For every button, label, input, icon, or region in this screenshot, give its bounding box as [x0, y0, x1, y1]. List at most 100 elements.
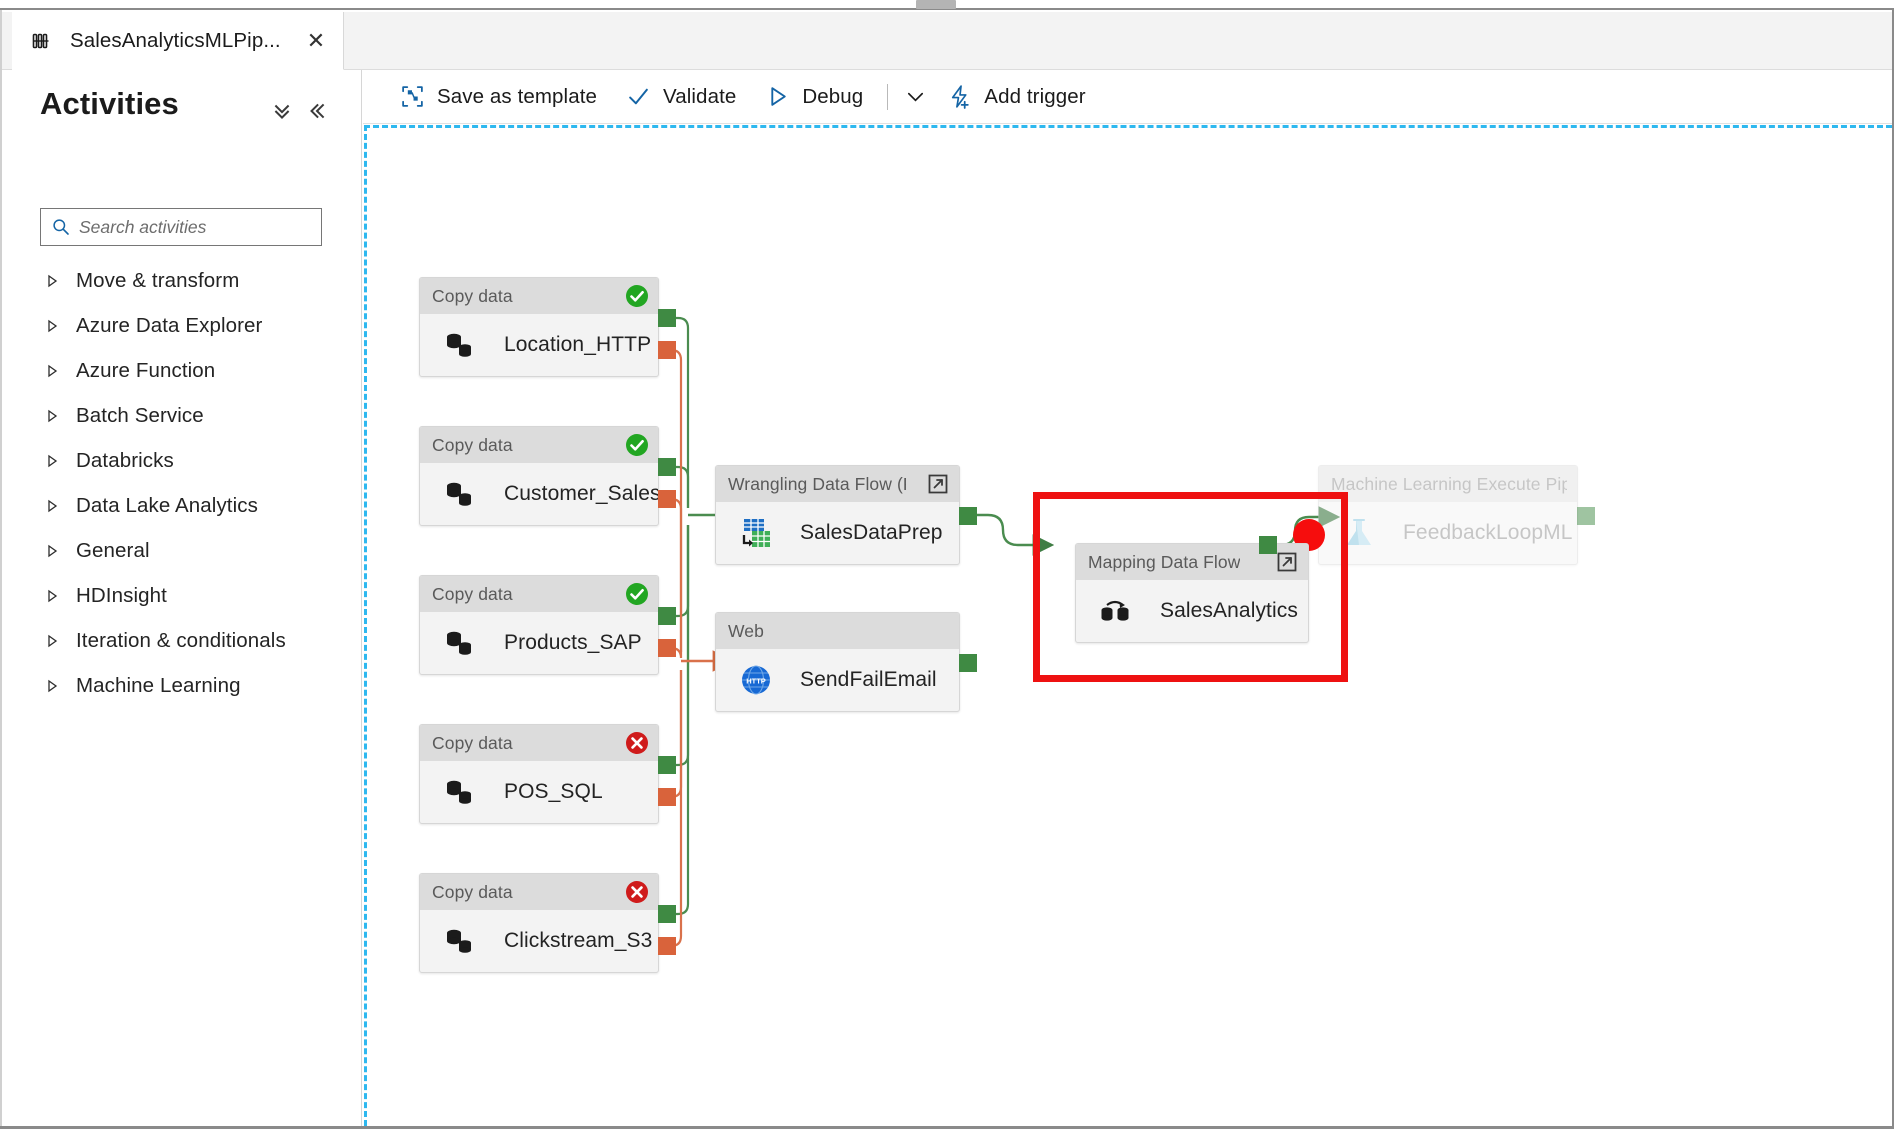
add-trigger-label: Add trigger [984, 84, 1086, 108]
play-triangle-icon [764, 84, 790, 110]
validate-label: Validate [663, 84, 737, 108]
sidebar-item-batch-service[interactable]: Batch Service [2, 393, 362, 438]
port-success-customer-salesforce[interactable] [658, 458, 676, 476]
chevron-right-icon [46, 364, 58, 378]
pipeline-workspace: Save as template Validate Debug [363, 70, 1892, 1126]
node-open-area[interactable] [926, 472, 950, 496]
window-scroll-nub[interactable] [916, 0, 956, 9]
window-top-strip [0, 0, 1894, 10]
save-as-template-icon [399, 84, 425, 110]
activity-node-feedbackloopml[interactable]: Machine Learning Execute Pipeline Feedba… [1318, 465, 1578, 565]
sidebar-item-databricks[interactable]: Databricks [2, 438, 362, 483]
port-failure-products-sap[interactable] [658, 639, 676, 657]
node-status-area [625, 433, 649, 457]
search-icon [51, 217, 71, 237]
sidebar-item-general[interactable]: General [2, 528, 362, 573]
wrangling-data-flow-icon [738, 516, 774, 550]
chevron-right-icon [46, 409, 58, 423]
node-status-area [625, 731, 649, 755]
search-input[interactable] [79, 216, 313, 238]
node-body: HTTP SendFailEmail [716, 649, 959, 711]
search-box[interactable] [40, 208, 322, 246]
tab-bar: SalesAnalyticsMLPip... ✕ [2, 12, 1892, 70]
port-success-location-http[interactable] [658, 309, 676, 327]
chevron-double-down-icon[interactable] [269, 98, 295, 124]
node-body: FeedbackLoopML [1319, 502, 1577, 564]
debug-button[interactable]: Debug [750, 75, 877, 119]
sidebar-item-label: Data Lake Analytics [76, 493, 258, 517]
activity-node-salesanalytics[interactable]: Mapping Data Flow [1075, 543, 1309, 643]
sidebar-item-label: Batch Service [76, 403, 204, 427]
checkmark-icon [625, 84, 651, 110]
node-status-area [625, 582, 649, 606]
window-border-bottom [0, 1126, 1894, 1129]
node-name-label: Customer_Salesforce [504, 482, 659, 505]
error-circle-icon [625, 731, 649, 755]
node-header: Copy data [420, 278, 658, 314]
activity-node-clickstream-s3[interactable]: Copy data [419, 873, 659, 973]
sidebar-item-label: Move & transform [76, 268, 240, 292]
node-name-label: Location_HTTP [504, 333, 652, 356]
pipeline-canvas[interactable]: Copy data [363, 125, 1892, 1126]
sidebar-item-data-lake-analytics[interactable]: Data Lake Analytics [2, 483, 362, 528]
collapse-panel-icon[interactable] [304, 98, 330, 124]
mapping-data-flow-icon [1098, 594, 1134, 628]
sidebar-item-azure-data-explorer[interactable]: Azure Data Explorer [2, 303, 362, 348]
node-type-label: Copy data [432, 732, 513, 753]
copy-data-icon [442, 626, 478, 660]
activity-node-salesdataprep[interactable]: Wrangling Data Flow (Preview [715, 465, 960, 565]
open-new-window-icon[interactable] [926, 472, 950, 496]
node-name-label: SalesAnalytics [1160, 599, 1298, 622]
node-header: Wrangling Data Flow (Preview [716, 466, 959, 502]
port-failure-location-http[interactable] [658, 341, 676, 359]
port-success-salesdataprep[interactable] [959, 507, 977, 525]
port-failure-pos-sql[interactable] [658, 788, 676, 806]
chevron-right-icon [46, 319, 58, 333]
chevron-right-icon [46, 679, 58, 693]
node-type-label: Copy data [432, 881, 513, 902]
sidebar-item-machine-learning[interactable]: Machine Learning [2, 663, 362, 708]
activity-node-products-sap[interactable]: Copy data [419, 575, 659, 675]
chevron-right-icon [46, 634, 58, 648]
activity-node-pos-sql[interactable]: Copy data [419, 724, 659, 824]
sidebar-item-move-transform[interactable]: Move & transform [2, 258, 362, 303]
add-trigger-button[interactable]: Add trigger [932, 75, 1099, 119]
open-new-window-icon[interactable] [1275, 550, 1299, 574]
activity-node-location-http[interactable]: Copy data [419, 277, 659, 377]
node-type-label: Copy data [432, 285, 513, 306]
tab-sales-analytics-ml-pipeline[interactable]: SalesAnalyticsMLPip... ✕ [12, 12, 345, 70]
activity-node-customer-salesforce[interactable]: Copy data [419, 426, 659, 526]
node-status-area [625, 284, 649, 308]
node-header: Copy data [420, 725, 658, 761]
activity-node-sendfailemail[interactable]: Web HTTP SendFailEmail [715, 612, 960, 712]
sidebar-item-hdinsight[interactable]: HDInsight [2, 573, 362, 618]
pipeline-toolbar: Save as template Validate Debug [363, 70, 1892, 124]
port-success-sendfailemail[interactable] [959, 654, 977, 672]
debug-dropdown-chevron-down-icon[interactable] [898, 77, 932, 117]
sidebar-item-label: Databricks [76, 448, 174, 472]
chevron-right-icon [46, 544, 58, 558]
port-success-salesanalytics[interactable] [1259, 536, 1277, 554]
port-failure-customer-salesforce[interactable] [658, 490, 676, 508]
save-as-template-button[interactable]: Save as template [385, 75, 611, 119]
copy-data-icon [442, 328, 478, 362]
port-success-feedbackloopml[interactable] [1577, 507, 1595, 525]
activities-panel: Activities [2, 70, 362, 1126]
port-success-pos-sql[interactable] [658, 756, 676, 774]
node-header: Machine Learning Execute Pipeline [1319, 466, 1577, 502]
port-success-products-sap[interactable] [658, 607, 676, 625]
port-failure-clickstream-s3[interactable] [658, 937, 676, 955]
port-success-clickstream-s3[interactable] [658, 905, 676, 923]
close-icon[interactable]: ✕ [306, 27, 326, 53]
node-type-label: Wrangling Data Flow (Preview [728, 473, 906, 494]
node-name-label: SendFailEmail [800, 668, 937, 691]
page-title: Activities [40, 86, 179, 121]
node-name-label: SalesDataPrep [800, 521, 943, 544]
validate-button[interactable]: Validate [611, 75, 750, 119]
sidebar-item-iteration-conditionals[interactable]: Iteration & conditionals [2, 618, 362, 663]
copy-data-icon [442, 477, 478, 511]
node-type-label: Copy data [432, 583, 513, 604]
node-open-area[interactable] [1275, 550, 1299, 574]
sidebar-item-azure-function[interactable]: Azure Function [2, 348, 362, 393]
